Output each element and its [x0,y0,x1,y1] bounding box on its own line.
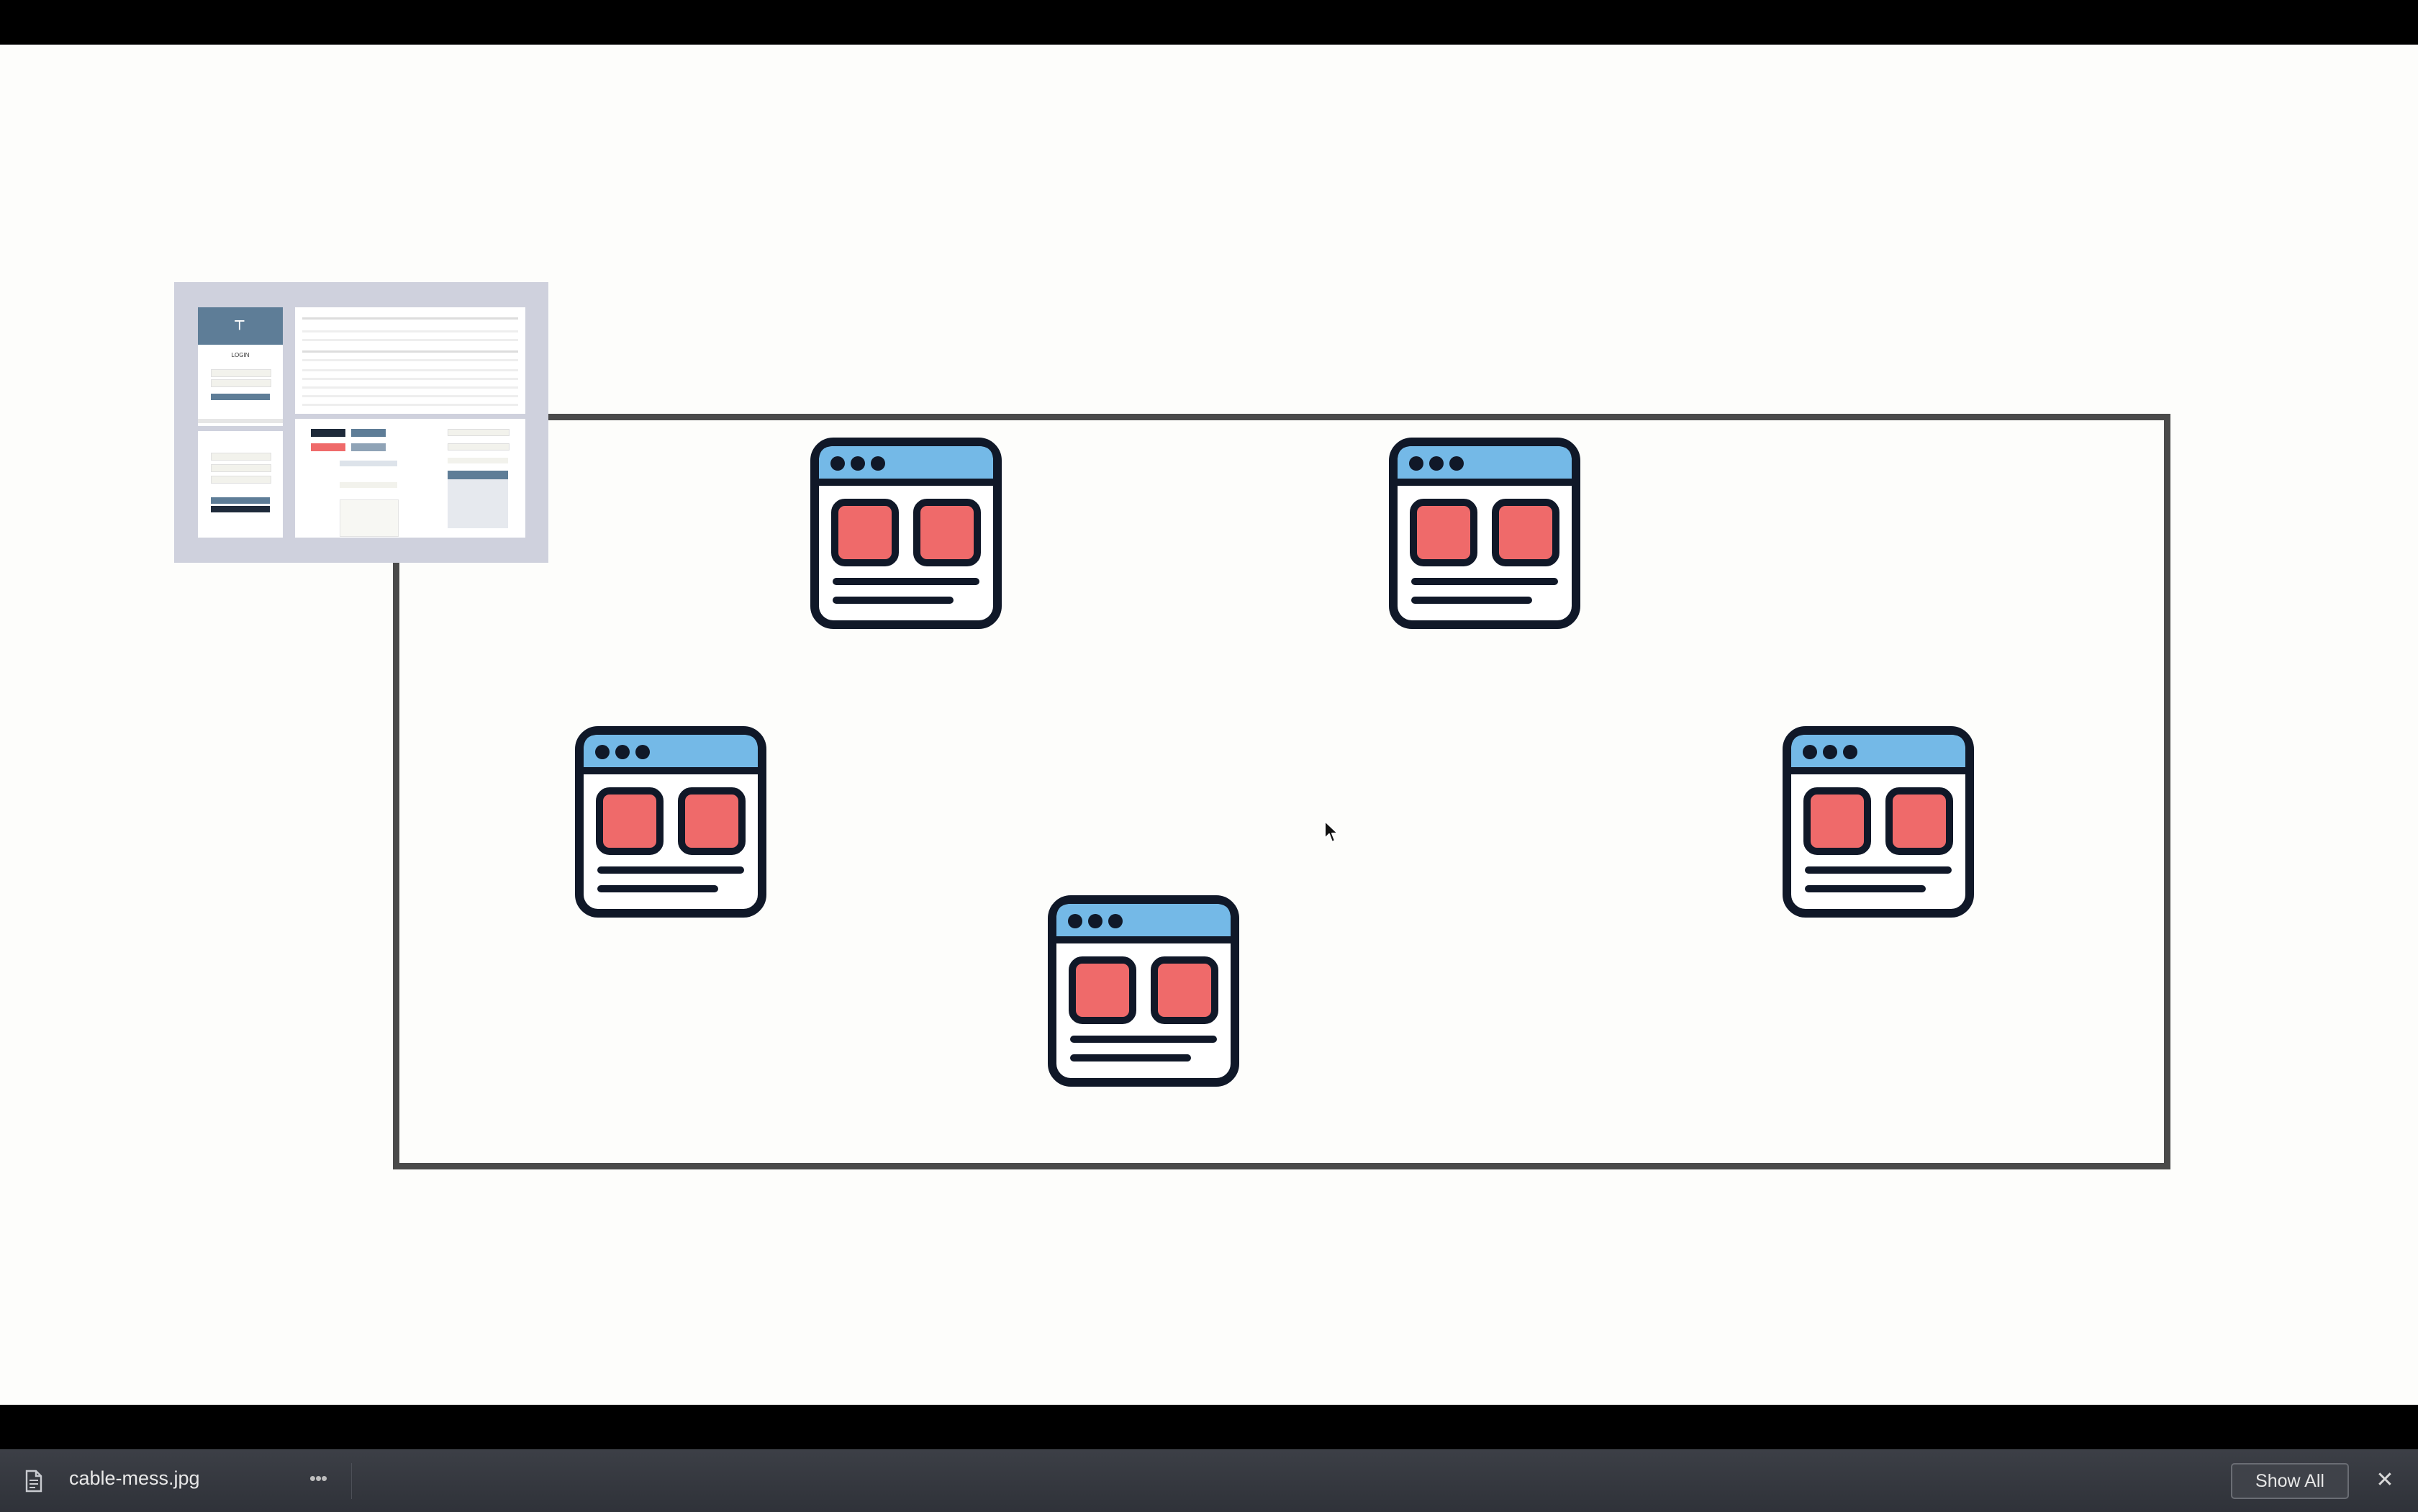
mini-controls-panel [295,419,525,538]
app-window-icon [1781,725,1975,919]
mini-field [211,476,271,484]
mini-row [302,404,518,406]
mini-button [211,506,270,512]
mini-list [340,499,399,537]
ellipsis-icon[interactable]: ••• [309,1467,327,1489]
download-item[interactable]: cable-mess.jpg ••• [0,1450,353,1512]
mini-field [211,379,271,387]
mini-chip [311,443,345,451]
mini-table-panel [295,307,525,414]
mini-row [302,359,518,361]
mini-button [211,497,270,504]
mini-login-card: ⊤ LOGIN [198,307,283,426]
downloads-bar: cable-mess.jpg ••• Show All ✕ [0,1449,2418,1512]
mini-field [340,482,397,488]
app-window-icon [1046,894,1241,1088]
document-icon [24,1470,43,1493]
mini-form-card [198,431,283,538]
mini-field [340,461,397,466]
mini-row [302,378,518,380]
mini-row [302,317,518,320]
mini-row [302,330,518,332]
mini-field [211,464,271,472]
mini-button [211,394,270,400]
diagram-frame [393,414,2170,1169]
mini-calendar [448,471,508,528]
image-canvas: ⊤ LOGIN [0,45,2418,1405]
mini-login-title: LOGIN [231,352,250,358]
mini-field [211,453,271,461]
mini-chip [311,429,345,437]
ui-mockup-thumbnail: ⊤ LOGIN [174,282,548,563]
thumbnail-left-column: ⊤ LOGIN [198,307,283,538]
mini-login-header [198,307,283,345]
download-file-name[interactable]: cable-mess.jpg [69,1467,200,1489]
app-window-icon [574,725,768,919]
mini-row [302,350,518,353]
app-window-icon [809,436,1003,630]
mini-field [211,369,271,377]
app-window-icon [1387,436,1582,630]
mini-chip [351,443,386,451]
close-icon[interactable]: ✕ [2376,1468,2394,1492]
mini-footer [198,419,283,423]
mini-chip [351,429,386,437]
mouse-pointer-icon [1323,820,1339,844]
mini-calendar-header [448,471,508,479]
mini-row [302,339,518,341]
mini-row [302,395,518,397]
show-all-button[interactable]: Show All [2231,1463,2349,1499]
mini-field [448,429,510,436]
logo-icon: ⊤ [234,318,245,332]
thumbnail-right-column [295,307,525,538]
mini-field [448,458,508,463]
divider [351,1463,352,1499]
mini-row [302,386,518,389]
mini-field [448,443,510,451]
mini-row [302,369,518,371]
